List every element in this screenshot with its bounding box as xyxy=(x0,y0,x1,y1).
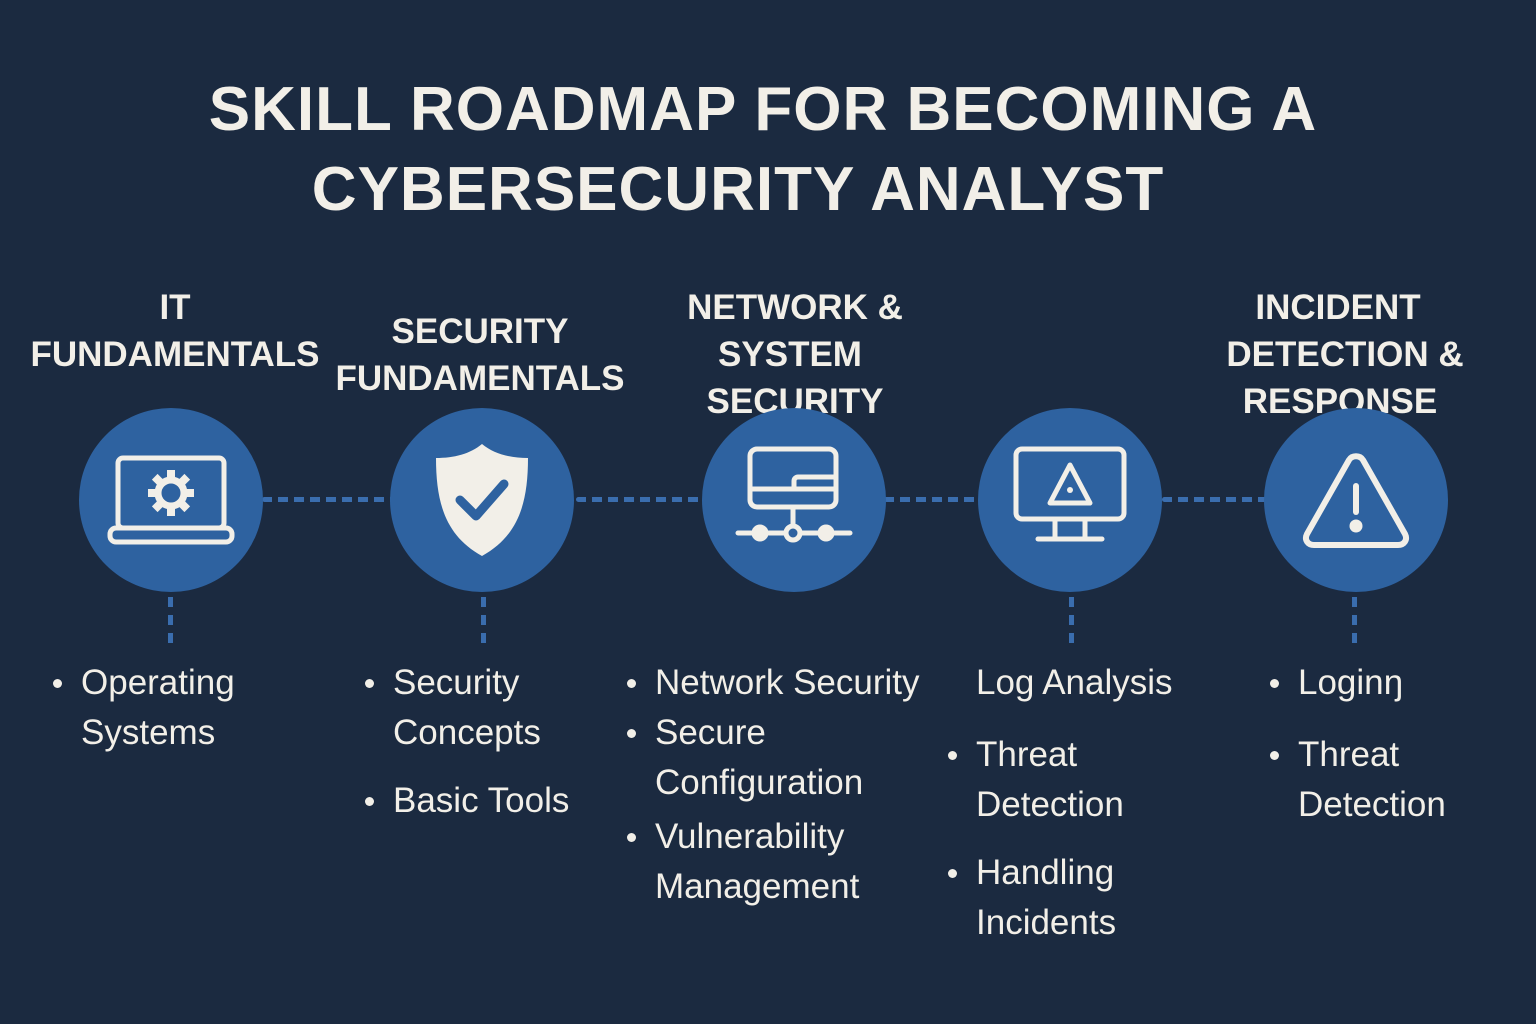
title-line-1: SKILL ROADMAP FOR BECOMING A xyxy=(208,75,1318,144)
list-item-text: Threat Detection xyxy=(976,735,1124,824)
bullet-icon xyxy=(365,679,374,688)
list-item: Secure Configuration xyxy=(627,708,905,808)
stage-5-skill-list: Loginŋ Threat Detection xyxy=(1270,658,1480,848)
list-item: Threat Detection xyxy=(948,730,1198,830)
connector-2-3 xyxy=(576,497,706,502)
stage-2-circle xyxy=(390,408,574,592)
list-item-text: Threat Detection xyxy=(1298,735,1446,824)
list-item: Basic Tools xyxy=(365,776,595,826)
page-title: SKILL ROADMAP FOR BECOMING A CYBERSECURI… xyxy=(0,70,1536,230)
list-item: Vulnerability Management xyxy=(627,812,905,912)
stage-5-title: INCIDENT DETECTION & RESPONSE xyxy=(1210,284,1480,425)
network-server-icon xyxy=(734,445,854,555)
stage-5-title-line: INCIDENT xyxy=(1255,288,1421,327)
list-item-text: Security Concepts xyxy=(393,663,541,752)
list-item-text: Operating Systems xyxy=(81,663,235,752)
stage-1-skill-list: Operating Systems xyxy=(53,658,293,776)
stage-4-skill-list: Log Analysis Threat Detection Handling I… xyxy=(948,658,1198,966)
stage-2-title-line: SECURITY xyxy=(391,312,569,351)
stage-5-title-line: DETECTION & xyxy=(1226,335,1464,374)
list-item-text: Loginŋ xyxy=(1298,663,1404,702)
list-item-text: Handling Incidents xyxy=(976,853,1117,942)
bullet-icon xyxy=(948,751,957,760)
bullet-icon xyxy=(948,869,957,878)
title-line-2: CYBERSECURITY ANALYST xyxy=(311,155,1165,224)
stage-3-title-line: SYSTEM xyxy=(718,335,862,374)
bullet-icon xyxy=(365,797,374,806)
list-item: Security Concepts xyxy=(365,658,595,758)
stage-2-title-line: FUNDAMENTALS xyxy=(335,359,625,398)
stage-3-circle xyxy=(702,408,886,592)
monitor-alert-icon xyxy=(1010,445,1130,555)
stage-1-title: IT FUNDAMENTALS xyxy=(20,284,330,378)
stage-5-vertical-connector xyxy=(1352,597,1357,647)
stage-1-circle xyxy=(79,408,263,592)
list-item-text: Log Analysis xyxy=(976,663,1173,702)
stage-4-vertical-connector xyxy=(1069,597,1074,647)
list-item: Network Security xyxy=(627,658,957,708)
list-item: Log Analysis xyxy=(948,658,1198,708)
list-item-text: Network Security xyxy=(655,663,920,702)
bullet-icon xyxy=(53,679,62,688)
stage-4-circle xyxy=(978,408,1162,592)
list-item: Loginŋ xyxy=(1270,658,1480,708)
connector-3-4 xyxy=(884,497,982,502)
connector-4-5 xyxy=(1162,497,1268,502)
stage-2-title: SECURITY FUNDAMENTALS xyxy=(325,308,635,402)
bullet-icon xyxy=(627,833,636,842)
list-item-text: Vulnerability Management xyxy=(655,817,860,906)
list-item-text: Secure Configuration xyxy=(655,713,864,802)
stage-2-vertical-connector xyxy=(481,597,486,647)
bullet-icon xyxy=(1270,679,1279,688)
list-item: Operating Systems xyxy=(53,658,293,758)
bullet-icon xyxy=(627,679,636,688)
connector-1-2 xyxy=(262,497,392,502)
stage-2-skill-list: Security Concepts Basic Tools xyxy=(365,658,595,844)
shield-check-icon xyxy=(432,440,532,560)
stage-5-circle xyxy=(1264,408,1448,592)
stage-3-title-line: NETWORK & xyxy=(687,288,903,327)
stage-3-title: NETWORK & SYSTEM SECURITY xyxy=(660,284,930,425)
list-item: Handling Incidents xyxy=(948,848,1198,948)
bullet-icon xyxy=(627,729,636,738)
stage-1-title-line: IT xyxy=(159,288,191,327)
stage-3-skill-list: Network Security Secure Configuration Vu… xyxy=(627,658,957,912)
list-item-text: Basic Tools xyxy=(393,781,570,820)
list-item: Threat Detection xyxy=(1270,730,1480,830)
stage-1-vertical-connector xyxy=(168,597,173,647)
stage-1-title-line: FUNDAMENTALS xyxy=(30,335,320,374)
warning-triangle-icon xyxy=(1301,450,1411,550)
laptop-gear-icon xyxy=(106,450,236,550)
bullet-icon xyxy=(1270,751,1279,760)
